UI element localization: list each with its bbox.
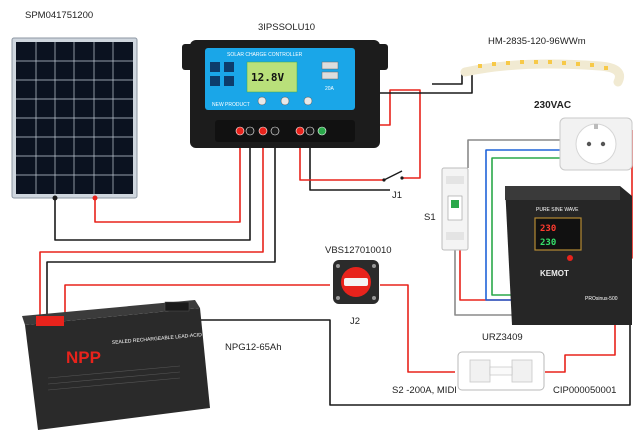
switch-icon: J1 [382,170,404,201]
wire-load-positive [299,138,384,181]
disconnector-tag: J2 [350,316,360,327]
breaker-s1-label: S1 [424,212,436,223]
disconnector: VBS127010010 J2 [325,245,392,327]
charge-controller-label: 3IPSSOLU10 [258,22,315,33]
socket-pin-left [586,141,592,147]
inverter-header: PURE SINE WAVE [536,207,579,213]
controller-button-3[interactable] [303,96,313,106]
solar-cells [16,42,133,194]
wire-led-black [432,70,463,85]
inverter-readout-1: 230 [540,224,556,234]
controller-terminals [235,126,327,136]
wires [39,70,633,406]
controller-button-2[interactable] [280,96,290,106]
wire-battery-positive-1 [39,138,264,318]
inverter-model: PROsinus-500 [585,296,618,302]
wire-battery-negative-bus [200,319,631,406]
charge-controller-title: SOLAR CHARGE CONTROLLER [227,52,303,58]
battery: NPP SEALED RECHARGEABLE LEAD-ACID BATTER… [22,300,282,430]
led-strip: HM-2835-120-96WWm [460,36,624,87]
switch-j1-label: J1 [392,190,402,201]
controller-status-icons [210,62,234,86]
controller-badge: 20A [325,86,335,92]
fuse-label: S2 -200A, MIDI [392,385,457,396]
inverter-power-button[interactable] [567,255,573,261]
wire-fuse-to-inverter [545,322,616,373]
socket: 230VAC [534,100,633,171]
led-strip-label: HM-2835-120-96WWm [488,36,586,47]
inverter: PURE SINE WAVE 230 230 KEMOT PROsinus-50… [505,186,632,325]
controller-display: 12.8V [251,71,284,84]
disconnector-label: VBS127010010 [325,245,392,256]
wire-battery-to-disconnector [64,284,330,318]
battery-brand: NPP [66,348,101,367]
wire-load-negative [309,138,390,191]
led-chips [478,60,608,70]
wire-socket-gray [467,139,582,168]
controller-button-1[interactable] [257,96,267,106]
relay-label: URZ3409 [482,332,523,343]
controller-brand: NEW PRODUCT [212,102,250,108]
breaker-icon: S1 [424,167,469,251]
inverter-readout-2: 230 [540,238,556,248]
socket-label: 230VAC [534,100,571,111]
solar-panel: SPM041751200 [11,10,138,201]
usb-port-2 [321,71,339,80]
wire-panel-positive [94,138,241,223]
wire-panel-negative [54,138,251,241]
usb-port-1 [321,61,339,70]
wire-battery-negative [46,138,276,318]
charge-controller: 3IPSSOLU10 SOLAR CHARGE CONTROLLER 12.8V… [182,22,388,148]
solar-panel-label: SPM041751200 [25,10,93,21]
socket-pin-right [600,141,606,147]
fuse-holder-label: CIP000050001 [553,385,616,396]
wire-disconnector-to-fuse [380,284,455,373]
inverter-brand: KEMOT [540,269,569,278]
fuse-icon: URZ3409 S2 -200A, MIDI CIP000050001 [392,332,616,396]
battery-label: NPG12-65Ah [225,342,282,353]
